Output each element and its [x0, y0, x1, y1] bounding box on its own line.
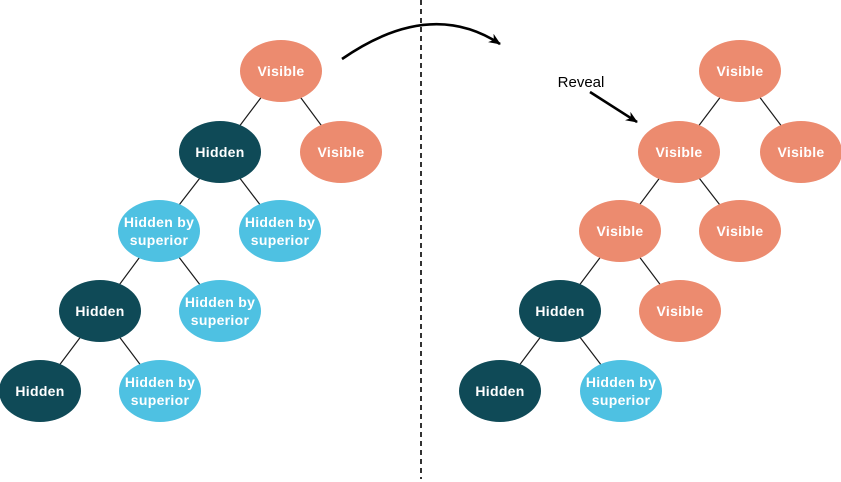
hidden-by-superior-ellipse: [580, 360, 662, 422]
transform-arrow: [341, 22, 501, 61]
tree-node-after-visible: Visible: [638, 121, 720, 183]
visible-ellipse: [760, 121, 841, 183]
visible-ellipse: [699, 200, 781, 262]
hidden-by-superior-ellipse: [179, 280, 261, 342]
visible-ellipse: [638, 121, 720, 183]
node-label: Visible: [258, 63, 305, 79]
visible-ellipse: [240, 40, 322, 102]
hidden-by-superior-ellipse: [239, 200, 321, 262]
reveal-annotation: Reveal: [558, 74, 638, 124]
tree-node-after-hidden: Hidden: [459, 360, 541, 422]
tree-node-before-visible: Visible: [240, 40, 322, 102]
node-label: Visible: [318, 144, 365, 160]
visible-ellipse: [300, 121, 382, 183]
tree-node-after-hidden: Hidden: [519, 280, 601, 342]
reveal-label: Reveal: [558, 74, 605, 91]
node-label: Hidden: [75, 303, 124, 319]
tree-node-after-visible: Visible: [699, 200, 781, 262]
tree-node-before-visible: Visible: [300, 121, 382, 183]
hidden-ellipse: [59, 280, 141, 342]
node-label: Visible: [717, 223, 764, 239]
visible-ellipse: [699, 40, 781, 102]
hidden-ellipse: [519, 280, 601, 342]
annotations-layer: Reveal: [558, 74, 638, 124]
node-label: Hidden: [535, 303, 584, 319]
node-label: Visible: [717, 63, 764, 79]
hidden-by-superior-ellipse: [118, 200, 200, 262]
tree-node-after-visible: Visible: [699, 40, 781, 102]
tree-node-after-visible: Visible: [639, 280, 721, 342]
visible-ellipse: [579, 200, 661, 262]
hidden-ellipse: [0, 360, 81, 422]
reveal-arrow: [589, 90, 638, 124]
hidden-ellipse: [459, 360, 541, 422]
node-label: Visible: [778, 144, 825, 160]
tree-node-before-hidden: Hidden: [59, 280, 141, 342]
tree-node-before-hidden: Hidden: [179, 121, 261, 183]
node-label: Visible: [657, 303, 704, 319]
tree-node-after-visible: Visible: [760, 121, 841, 183]
node-label: Visible: [656, 144, 703, 160]
hidden-by-superior-ellipse: [119, 360, 201, 422]
node-label: Visible: [597, 223, 644, 239]
tree-node-after-visible: Visible: [579, 200, 661, 262]
hidden-ellipse: [179, 121, 261, 183]
node-label: Hidden: [195, 144, 244, 160]
visible-ellipse: [639, 280, 721, 342]
tree-node-before-hidden: Hidden: [0, 360, 81, 422]
arrows-layer: [341, 22, 501, 61]
node-label: Hidden: [15, 383, 64, 399]
node-label: Hidden: [475, 383, 524, 399]
